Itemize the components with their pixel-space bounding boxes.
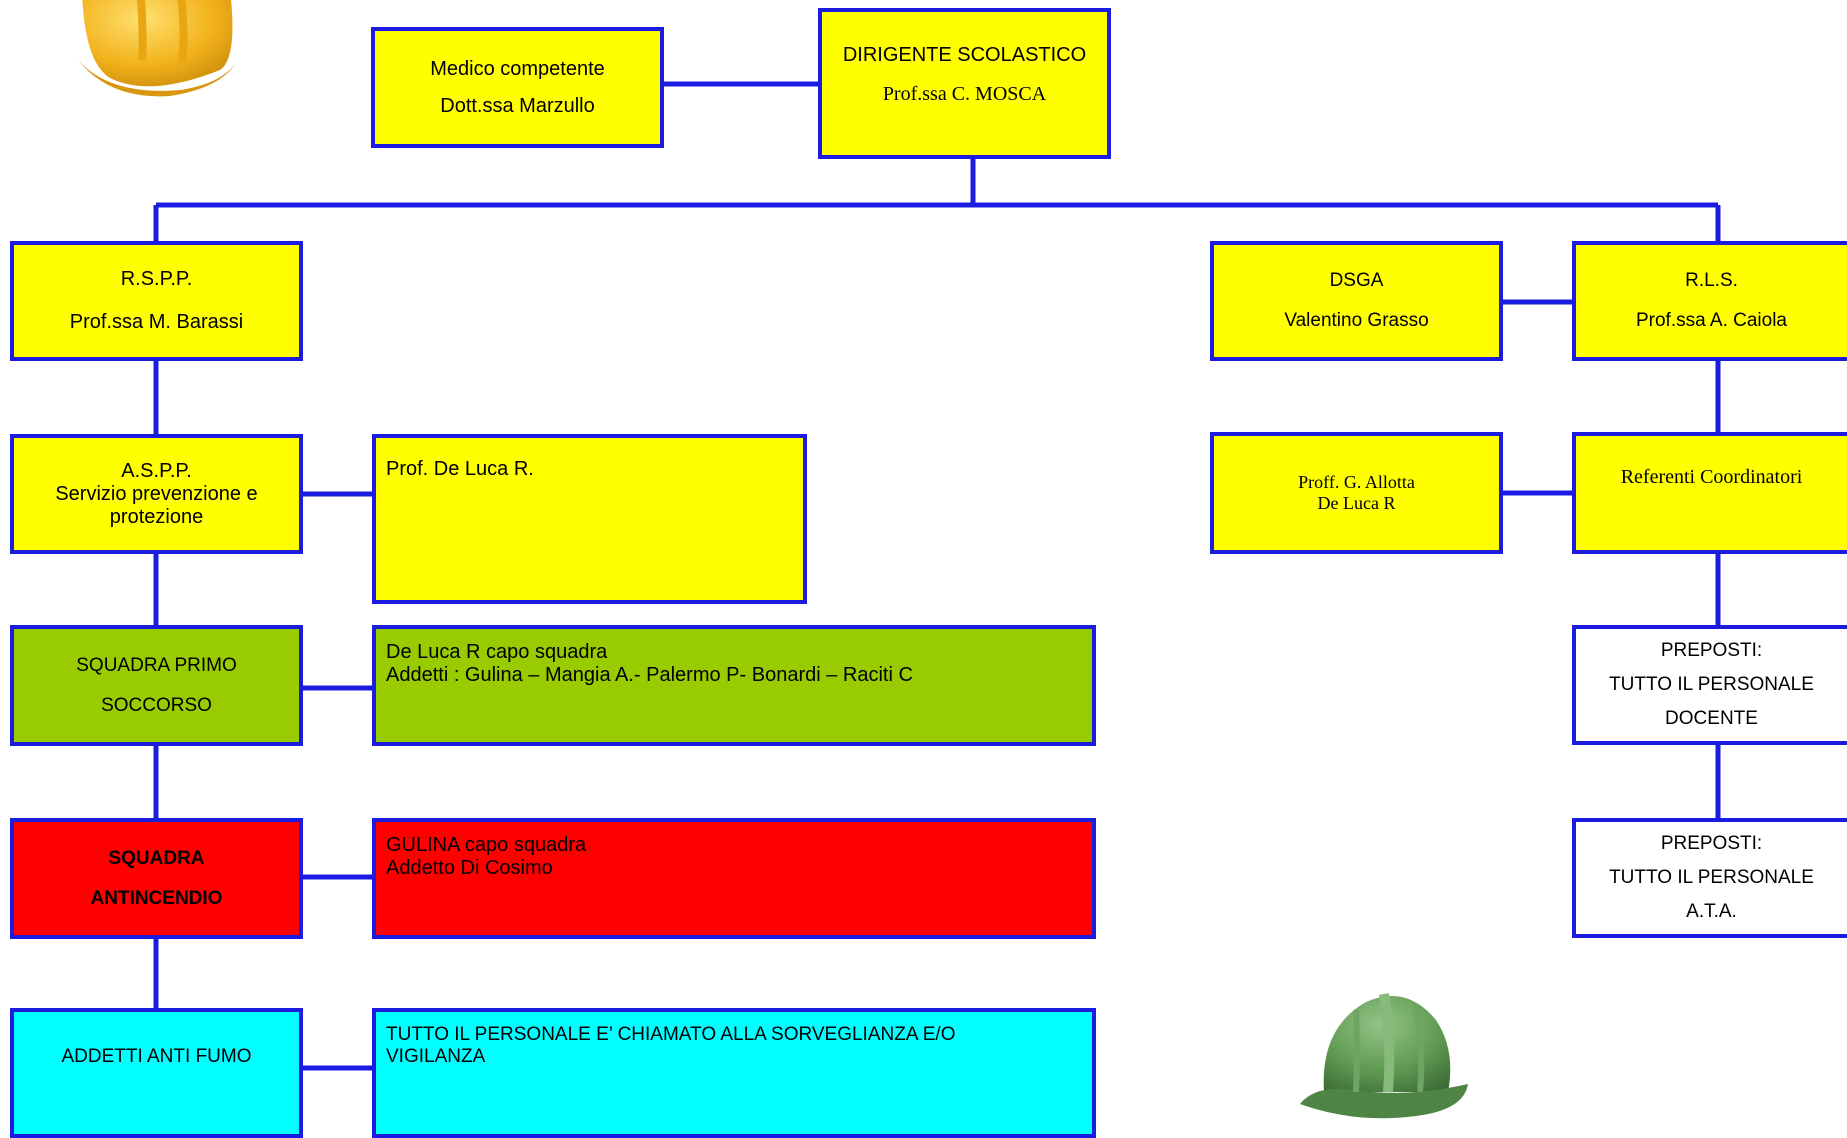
preposti-ata-line1: PREPOSTI: bbox=[1660, 833, 1763, 854]
preposti-ata-line3: A.T.A. bbox=[1686, 901, 1737, 922]
dsga-name: Valentino Grasso bbox=[1284, 310, 1429, 331]
rspp-role: R.S.P.P. bbox=[120, 268, 193, 290]
rls-name: Prof.ssa A. Caiola bbox=[1635, 310, 1788, 331]
antincendio-line1: SQUADRA bbox=[108, 847, 205, 869]
node-squadra-antincendio: SQUADRA ANTINCENDIO bbox=[10, 818, 303, 939]
aspp-role: A.S.P.P. bbox=[121, 459, 192, 482]
dsga-role: DSGA bbox=[1329, 270, 1384, 291]
dirigente-name: Prof.ssa C. MOSCA bbox=[882, 83, 1047, 105]
antincendio-capo: GULINA capo squadra bbox=[386, 834, 587, 856]
rspp-name: Prof.ssa M. Barassi bbox=[69, 311, 244, 333]
proff-line2: De Luca R bbox=[1317, 493, 1396, 513]
node-preposti-docente: PREPOSTI: TUTTO IL PERSONALE DOCENTE bbox=[1572, 625, 1847, 745]
hard-hat-yellow-icon bbox=[78, 0, 235, 97]
node-proff: Proff. G. Allotta De Luca R bbox=[1210, 432, 1503, 554]
antincendio-addetto: Addetto Di Cosimo bbox=[386, 857, 553, 879]
node-addetti-anti-fumo: ADDETTI ANTI FUMO bbox=[10, 1008, 303, 1138]
node-squadra-primo-soccorso: SQUADRA PRIMO SOCCORSO bbox=[10, 625, 303, 746]
primo-soccorso-addetti: Addetti : Gulina – Mangia A.- Palermo P-… bbox=[386, 664, 913, 686]
preposti-docente-line1: PREPOSTI: bbox=[1660, 640, 1763, 661]
referenti-text: Referenti Coordinatori bbox=[1620, 466, 1803, 488]
node-preposti-ata: PREPOSTI: TUTTO IL PERSONALE A.T.A. bbox=[1572, 818, 1847, 938]
node-primo-soccorso-detail: De Luca R capo squadra Addetti : Gulina … bbox=[372, 625, 1096, 746]
node-dsga: DSGA Valentino Grasso bbox=[1210, 241, 1503, 361]
primo-soccorso-capo: De Luca R capo squadra bbox=[386, 641, 608, 663]
primo-soccorso-line2: SOCCORSO bbox=[101, 694, 212, 716]
preposti-docente-line3: DOCENTE bbox=[1665, 708, 1758, 729]
node-medico-competente: Medico competente Dott.ssa Marzullo bbox=[371, 27, 664, 148]
medico-name: Dott.ssa Marzullo bbox=[440, 94, 595, 117]
node-dirigente-scolastico: DIRIGENTE SCOLASTICO Prof.ssa C. MOSCA bbox=[818, 8, 1111, 159]
node-anti-fumo-detail: TUTTO IL PERSONALE E’ CHIAMATO ALLA SORV… bbox=[372, 1008, 1096, 1138]
rls-role: R.L.S. bbox=[1685, 270, 1738, 291]
proff-line1: Proff. G. Allotta bbox=[1298, 472, 1415, 492]
dirigente-role: DIRIGENTE SCOLASTICO bbox=[842, 44, 1087, 66]
medico-role: Medico competente bbox=[430, 57, 605, 80]
aspp-desc-line2: protezione bbox=[109, 505, 204, 528]
node-rspp: R.S.P.P. Prof.ssa M. Barassi bbox=[10, 241, 303, 361]
node-aspp-detail: Prof. De Luca R. bbox=[372, 434, 807, 604]
primo-soccorso-line1: SQUADRA PRIMO bbox=[76, 654, 237, 676]
antincendio-line2: ANTINCENDIO bbox=[90, 887, 223, 909]
preposti-docente-line2: TUTTO IL PERSONALE bbox=[1609, 674, 1814, 695]
aspp-desc-line1: Servizio prevenzione e bbox=[55, 482, 258, 505]
hard-hat-green-icon bbox=[1300, 993, 1468, 1119]
aspp-detail-text: Prof. De Luca R. bbox=[386, 458, 534, 480]
node-aspp: A.S.P.P. Servizio prevenzione e protezio… bbox=[10, 434, 303, 554]
anti-fumo-text: ADDETTI ANTI FUMO bbox=[61, 1046, 252, 1067]
node-referenti-coordinatori: Referenti Coordinatori bbox=[1572, 432, 1847, 554]
anti-fumo-detail-text: TUTTO IL PERSONALE E’ CHIAMATO ALLA SORV… bbox=[386, 1024, 956, 1067]
preposti-ata-line2: TUTTO IL PERSONALE bbox=[1609, 867, 1814, 888]
node-rls: R.L.S. Prof.ssa A. Caiola bbox=[1572, 241, 1847, 361]
node-antincendio-detail: GULINA capo squadra Addetto Di Cosimo bbox=[372, 818, 1096, 939]
